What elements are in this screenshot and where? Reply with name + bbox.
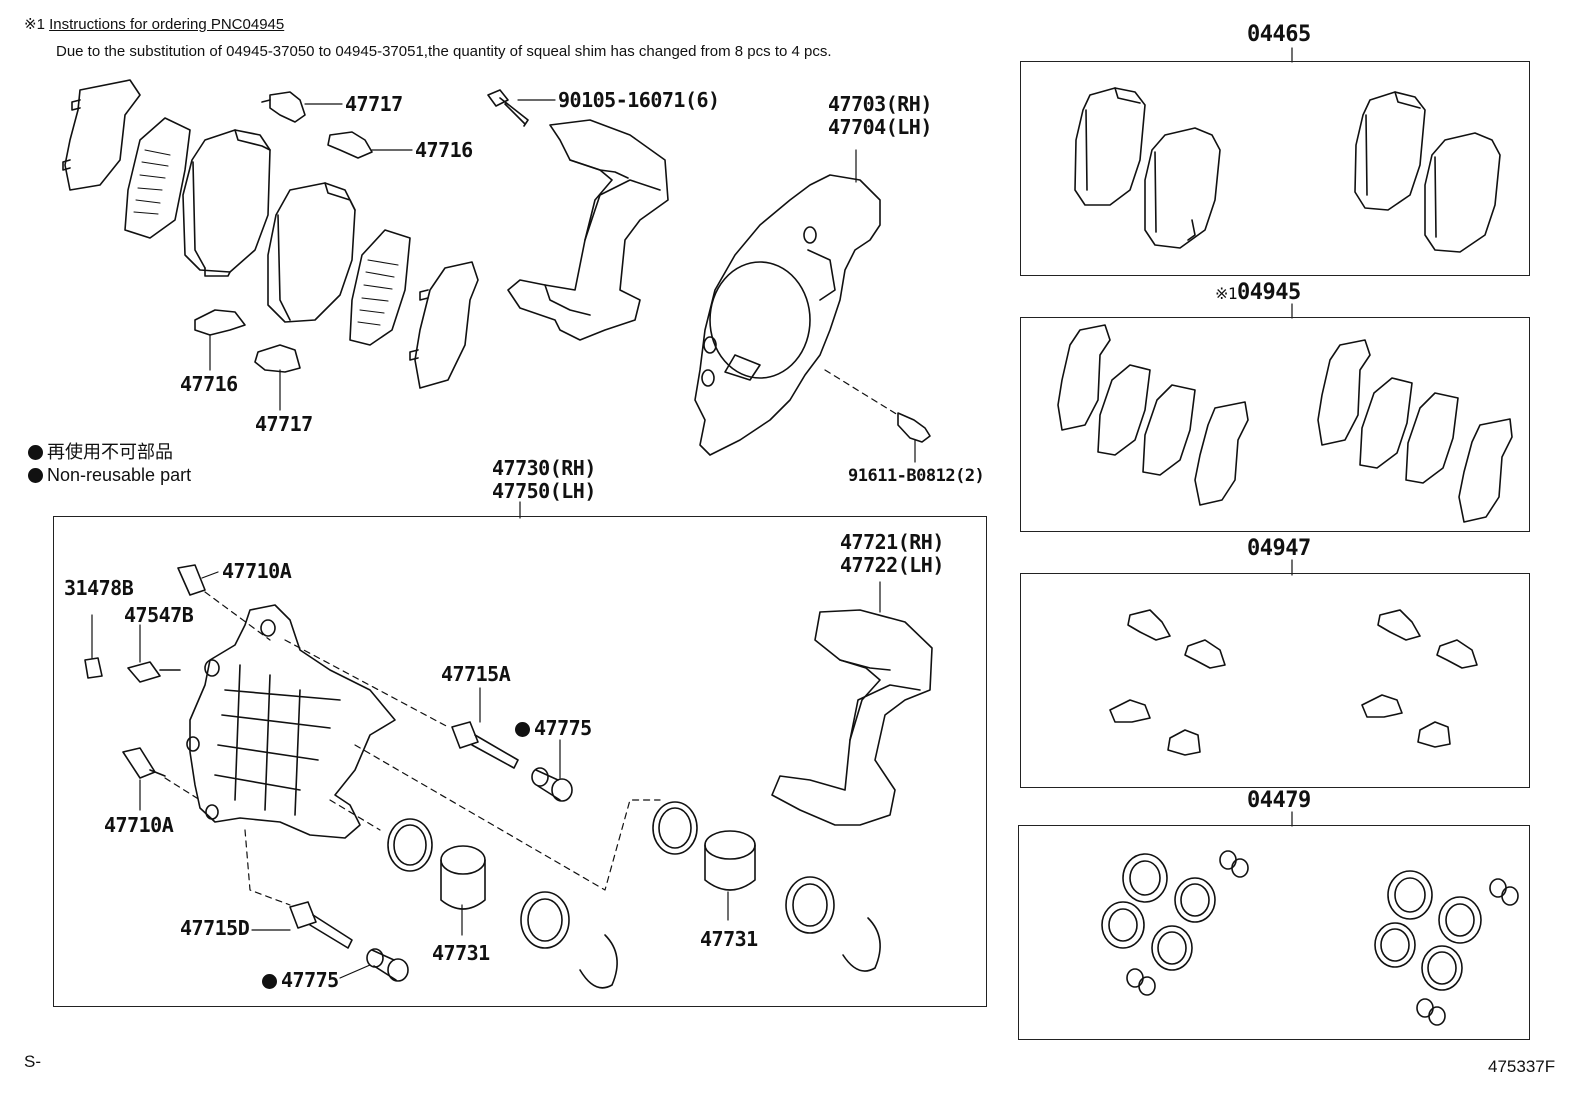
kit-label-04479[interactable]: 04479: [1247, 788, 1311, 813]
part-label-47716-top[interactable]: 47716: [415, 138, 473, 162]
caliper-body-drawing: [186, 604, 396, 839]
brake-pad-set-drawing: [62, 79, 479, 389]
part-label-47547B[interactable]: 47547B: [124, 603, 194, 627]
legend-en-text: Non-reusable part: [47, 465, 192, 485]
part-label-47715A[interactable]: 47715A: [441, 662, 511, 686]
kit-label-04465[interactable]: 04465: [1247, 22, 1311, 47]
part-label-91611[interactable]: 91611-B0812(2): [848, 466, 985, 486]
pin-boots-drawing: [339, 739, 573, 982]
legend-en: Non-reusable part: [28, 466, 191, 484]
disc-dust-cover-drawing: [694, 174, 881, 456]
part-label-47717-top[interactable]: 47717: [345, 92, 403, 116]
kit-04945-drawing: [1057, 324, 1513, 523]
kit-note-mark: ※1: [1215, 284, 1238, 303]
non-reusable-dot-icon: [515, 722, 530, 737]
kit-04945-box: [1020, 317, 1530, 532]
part-label-47704[interactable]: 47704(LH): [828, 115, 932, 139]
pistons-and-seals-drawing: [329, 744, 881, 989]
kit-04465-drawing: [1074, 87, 1501, 253]
footer-left-code: S-: [24, 1052, 41, 1071]
kit-04947-box: [1020, 573, 1530, 788]
bolt-91611-drawing: [897, 412, 931, 463]
kit-label-04947[interactable]: 04947: [1247, 536, 1311, 561]
part-label-47731-left[interactable]: 47731: [432, 941, 490, 965]
part-label-47710A-bottom[interactable]: 47710A: [104, 813, 174, 837]
bolt-90105-drawing: [487, 89, 529, 127]
part-label-47750[interactable]: 47750(LH): [492, 479, 596, 503]
guide-pins-drawing: [244, 639, 519, 949]
kit-number: 04945: [1237, 280, 1301, 305]
ordering-note-title: ※1 Instructions for ordering PNC04945: [24, 17, 284, 32]
legend-jp: 再使用不可部品: [28, 443, 173, 461]
kit-04479-drawing: [1101, 850, 1519, 1026]
kit-04465-box: [1020, 61, 1530, 276]
part-label-47775-top[interactable]: 47775: [515, 718, 592, 738]
part-label-47722[interactable]: 47722(LH): [840, 553, 944, 577]
part-label-47710A-top[interactable]: 47710A: [222, 559, 292, 583]
part-label-90105[interactable]: 90105-16071(6): [558, 88, 720, 112]
caliper-assembly-box: [53, 516, 987, 1007]
part-label-47731-right[interactable]: 47731: [700, 927, 758, 951]
part-number: 47775: [534, 716, 592, 740]
note-mark: ※1: [24, 16, 45, 33]
part-label-31478B[interactable]: 31478B: [64, 576, 134, 600]
part-label-47715D[interactable]: 47715D: [180, 916, 250, 940]
non-reusable-dot-icon: [28, 445, 43, 460]
legend-jp-text: 再使用不可部品: [47, 442, 173, 462]
kit-label-04945[interactable]: ※104945: [1215, 282, 1301, 304]
kit-04947-drawing: [1109, 609, 1478, 756]
torque-plate-lower-drawing: [771, 581, 933, 826]
part-label-47703[interactable]: 47703(RH): [828, 92, 932, 116]
ordering-note-text: Due to the substitution of 04945-37050 t…: [56, 43, 832, 60]
part-label-47716-bottom[interactable]: 47716: [180, 372, 238, 396]
non-reusable-dot-icon: [28, 468, 43, 483]
part-label-47730[interactable]: 47730(RH): [492, 456, 596, 480]
caliper-bolts-drawing: [84, 564, 271, 811]
non-reusable-dot-icon: [262, 974, 277, 989]
part-label-47721[interactable]: 47721(RH): [840, 530, 944, 554]
part-label-47717-bottom[interactable]: 47717: [255, 412, 313, 436]
torque-plate-upper-drawing: [507, 119, 669, 341]
illustration-number: 475337F: [1488, 1057, 1556, 1076]
part-number: 47775: [281, 968, 339, 992]
kit-04479-box: [1018, 825, 1530, 1040]
note-title-text: Instructions for ordering PNC04945: [49, 16, 285, 33]
part-label-47775-bottom[interactable]: 47775: [262, 970, 339, 990]
